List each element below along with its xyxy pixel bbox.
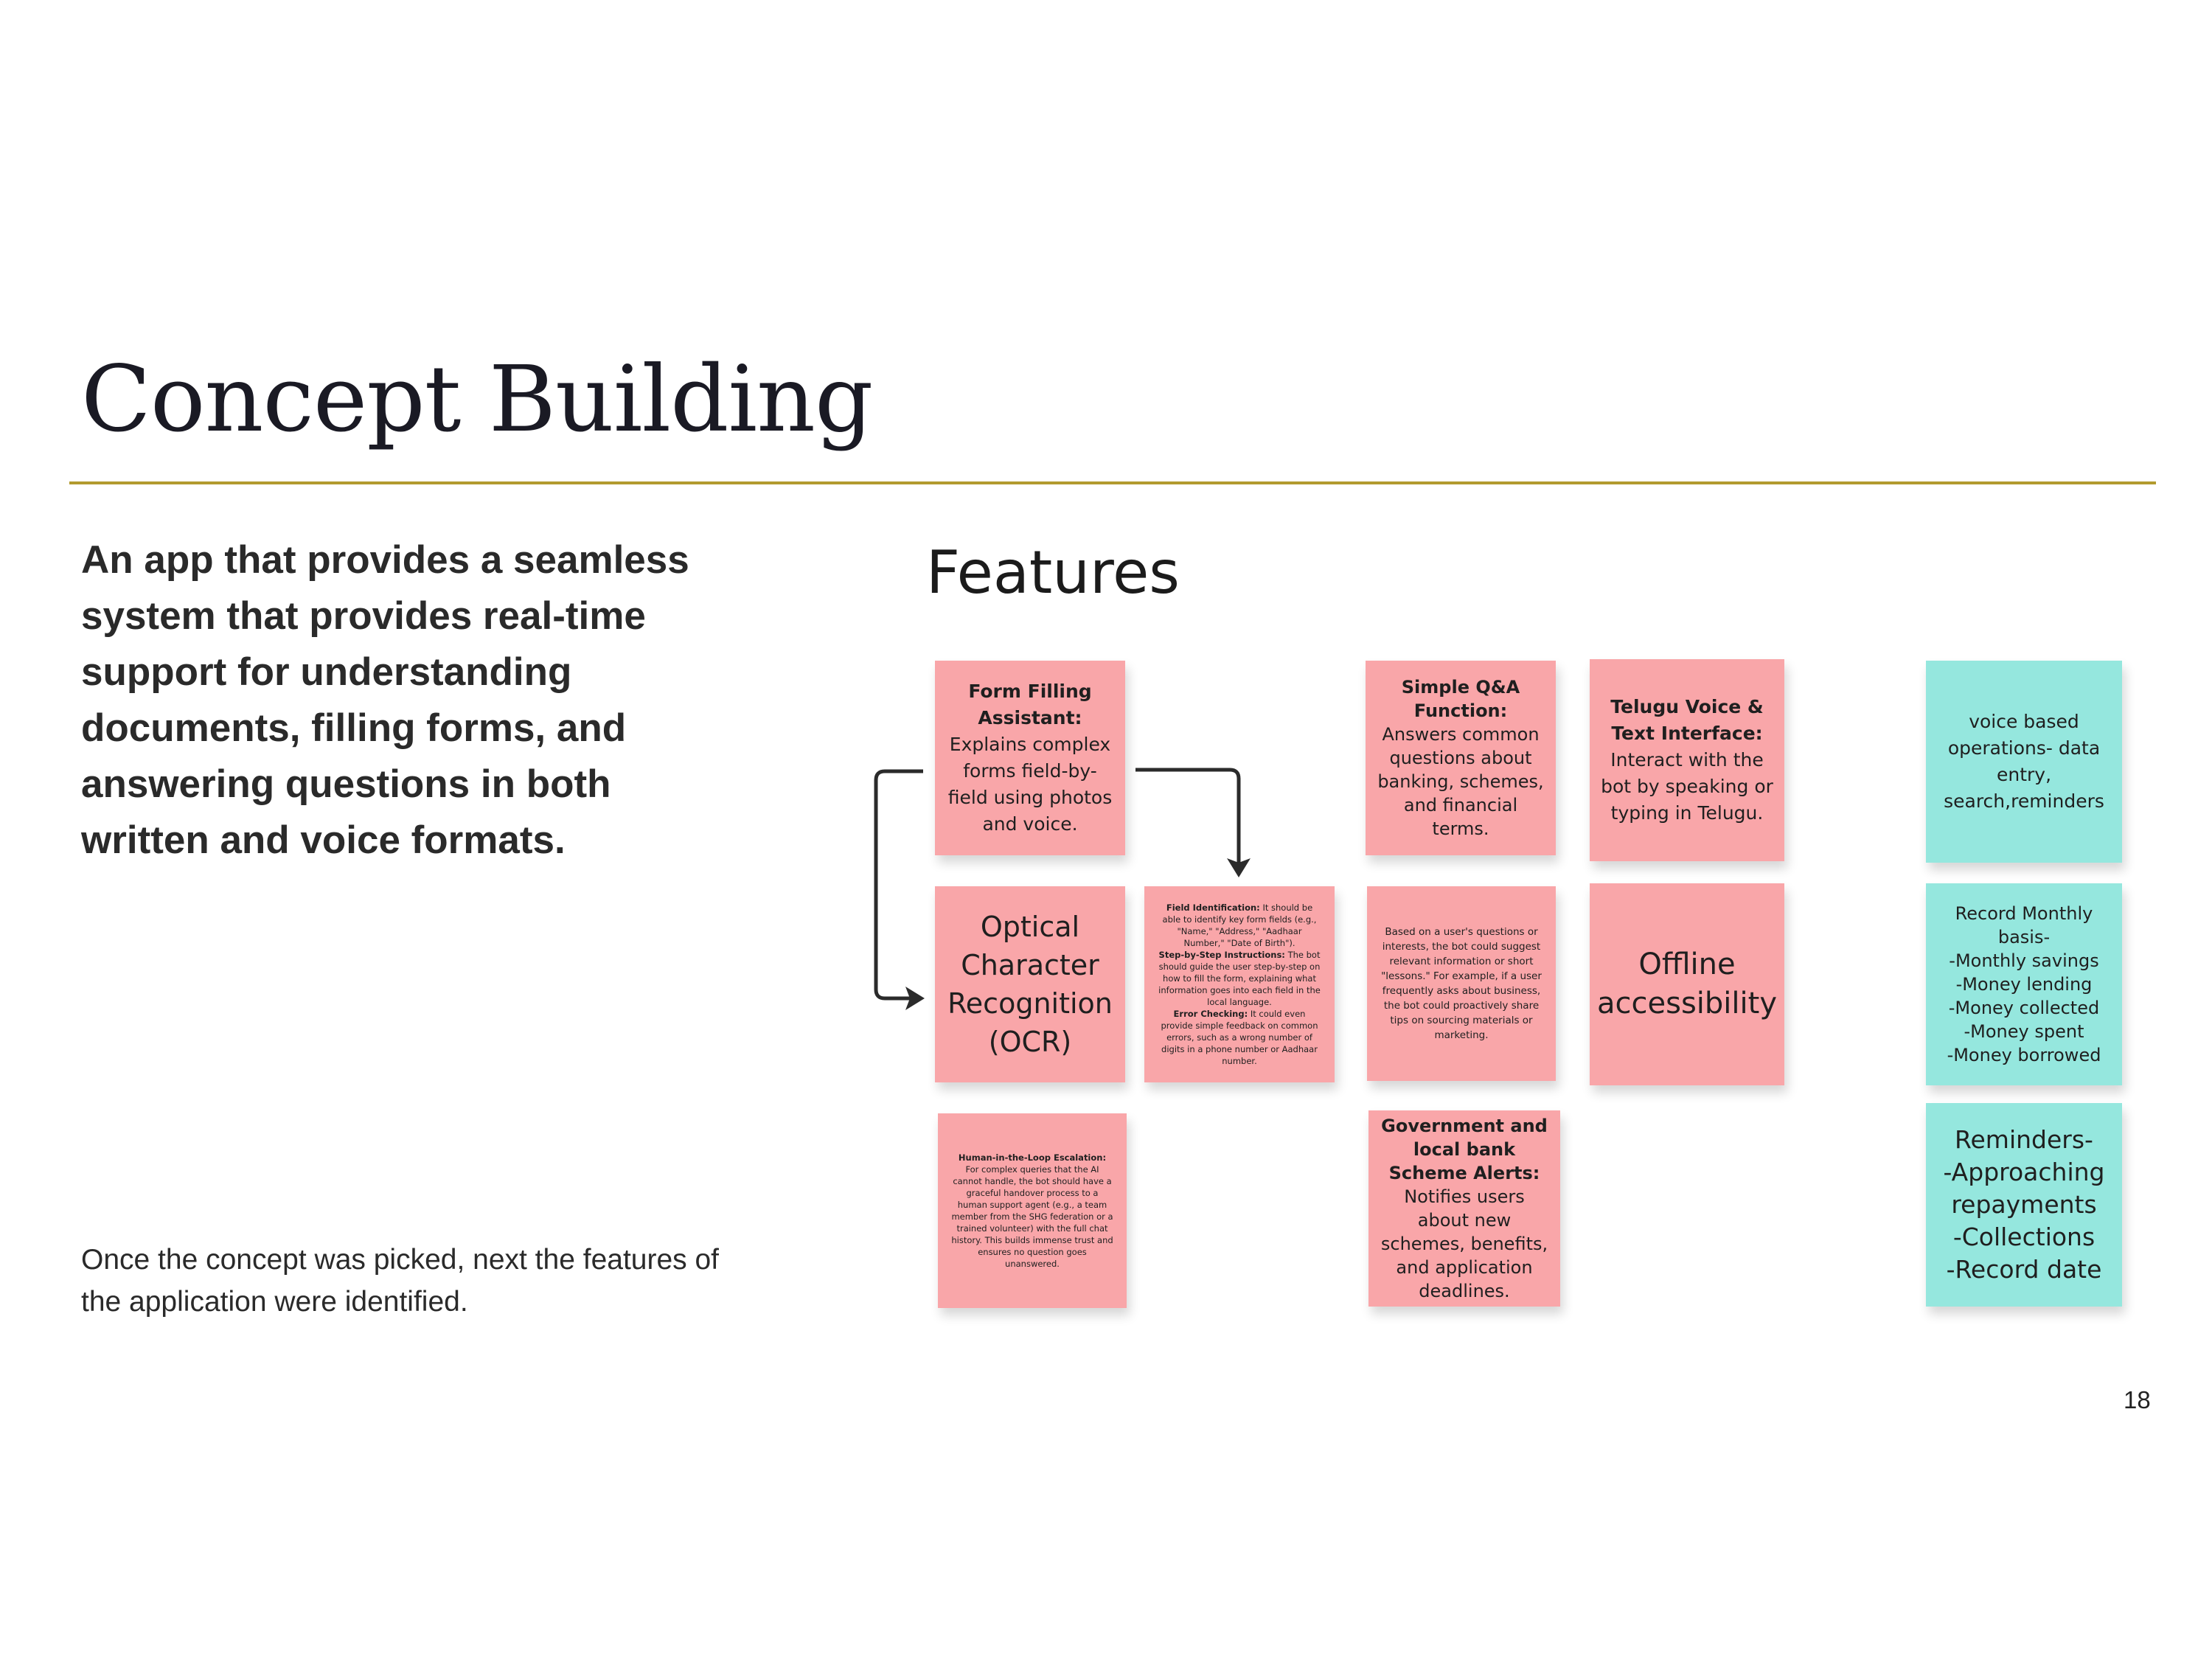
note-line: Reminders- (1955, 1125, 2093, 1154)
note-form-filling-assistant: Form Filling Assistant: Explains complex… (935, 661, 1125, 855)
note-field-identification: Field Identification: It should be able … (1144, 886, 1335, 1082)
note-body: For complex queries that the AI cannot h… (951, 1164, 1113, 1269)
note-record-monthly: Record Monthly basis- -Monthly savings -… (1926, 883, 2122, 1085)
note-body: Notifies users about new schemes, benefi… (1380, 1186, 1548, 1301)
note-line: -Money spent (1964, 1021, 2084, 1042)
note-telugu-interface: Telugu Voice & Text Interface: Interact … (1590, 659, 1784, 861)
note-body: Based on a user's questions or interests… (1381, 926, 1542, 1041)
note-body: Interact with the bot by speaking or typ… (1601, 749, 1773, 824)
note-line: -Money collected (1948, 998, 2100, 1018)
note-line: -Monthly savings (1949, 950, 2099, 971)
note-government-alerts: Government and local bank Scheme Alerts:… (1368, 1110, 1560, 1307)
note-lessons: Based on a user's questions or interests… (1367, 886, 1556, 1081)
arrow-to-field-id (1135, 768, 1241, 864)
note-body: voice based operations- data entry, sear… (1944, 711, 2104, 812)
note-label: Simple Q&A Function: (1401, 677, 1520, 721)
note-ocr: Optical Character Recognition (OCR) (935, 886, 1125, 1082)
note-simple-qa: Simple Q&A Function: Answers common ques… (1366, 661, 1556, 855)
page-number: 18 (2124, 1386, 2151, 1413)
note-label: Step-by-Step Instructions: (1158, 950, 1285, 960)
arrowhead-ocr (905, 987, 925, 1010)
note-reminders: Reminders- -Approaching repayments -Coll… (1926, 1103, 2122, 1307)
note-body: It should be able to identify key form f… (1162, 902, 1317, 948)
note-body: It could even provide simple feedback on… (1161, 1009, 1318, 1066)
note-label: Form Filling Assistant: (968, 681, 1092, 728)
features-heading: Features (926, 538, 1180, 607)
arrow-to-ocr (874, 769, 923, 1001)
note-line: -Money lending (1955, 974, 2093, 995)
note-line: Record Monthly basis- (1955, 903, 2093, 947)
note-body: Offline accessibility (1597, 947, 1777, 1020)
note-body: Optical Character Recognition (OCR) (947, 911, 1113, 1058)
note-label: Telugu Voice & Text Interface: (1610, 696, 1764, 744)
note-line: -Approaching repayments (1943, 1158, 2105, 1219)
note-body: Explains complex forms field-by-field us… (947, 734, 1113, 835)
note-body: Answers common questions about banking, … (1377, 724, 1544, 839)
note-body: The bot should guide the user step-by-st… (1158, 950, 1321, 1007)
note-line: -Collections (1952, 1222, 2096, 1251)
note-line: -Money borrowed (1947, 1045, 2101, 1065)
note-label: Field Identification: (1166, 902, 1260, 913)
note-label: Government and local bank Scheme Alerts: (1381, 1116, 1548, 1183)
note-offline-accessibility: Offline accessibility (1590, 883, 1784, 1085)
note-human-in-the-loop: Human-in-the-Loop Escalation: For comple… (938, 1113, 1127, 1308)
lead-paragraph: An app that provides a seamless system t… (81, 538, 689, 862)
arrowhead-field-id (1227, 858, 1251, 877)
note-label: Error Checking: (1173, 1009, 1248, 1019)
note-line: -Record date (1946, 1255, 2102, 1284)
footer-paragraph: Once the concept was picked, next the fe… (81, 1244, 720, 1318)
note-label: Human-in-the-Loop Escalation: (958, 1152, 1107, 1163)
note-voice-operations: voice based operations- data entry, sear… (1926, 661, 2122, 863)
slide-title: Concept Building (81, 347, 873, 453)
title-divider (69, 481, 2156, 484)
